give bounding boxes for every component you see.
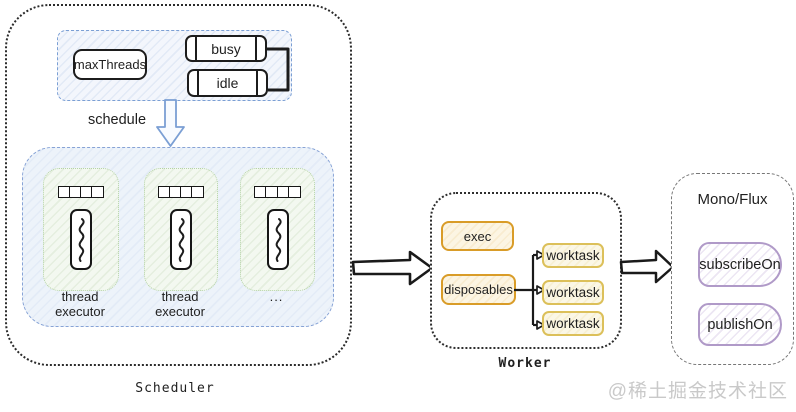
schedule-arrow-icon [156,99,185,147]
exec-node: exec [441,221,514,251]
watermark: @稀土掘金技术社区 [607,381,788,402]
thread-icon [170,209,192,270]
thread-executor-card [144,168,218,291]
thread-executor-label: thread executor [55,289,105,320]
thread-pool-box: maxThreads busy idle [57,30,292,101]
worker-caption: Worker [498,356,552,371]
scheduler-container: maxThreads busy idle schedule [5,4,352,366]
more-executors-label: ... [269,289,284,304]
task-queue-icon [57,186,105,198]
thread-executor-card [240,168,315,291]
publish-on-node: publishOn [698,303,782,346]
thread-executor-label: thread executor [155,289,205,320]
worker-to-monoflux-arrow [619,249,675,284]
idle-metric-node: idle [187,69,268,97]
worktask-node: worktask [542,243,604,268]
busy-label: busy [211,40,241,57]
subscribe-on-node: subscribeOn [698,242,782,287]
scheduler-to-worker-arrow [351,250,434,286]
schedule-label: schedule [87,112,147,128]
task-queue-icon [157,186,205,198]
thread-icon [70,209,92,270]
thread-icon [266,209,289,270]
task-queue-icon [254,186,301,198]
monoflux-container: Mono/Flux subscribeOn publishOn [671,173,794,365]
monoflux-title: Mono/Flux [697,191,768,208]
disposables-to-worktask-connector [514,250,545,330]
executors-container: thread executor thread executor ... [22,147,334,327]
worker-container: exec disposables worktask worktask workt… [430,192,622,349]
max-threads-node: maxThreads [73,49,147,80]
worktask-node: worktask [542,280,604,305]
thread-executor-card [43,168,119,291]
scheduler-caption: Scheduler [135,381,215,396]
worktask-node: worktask [542,311,604,336]
disposables-node: disposables [441,274,516,305]
busy-metric-node: busy [185,35,267,62]
idle-label: idle [216,75,239,91]
busy-idle-bracket [266,47,290,92]
